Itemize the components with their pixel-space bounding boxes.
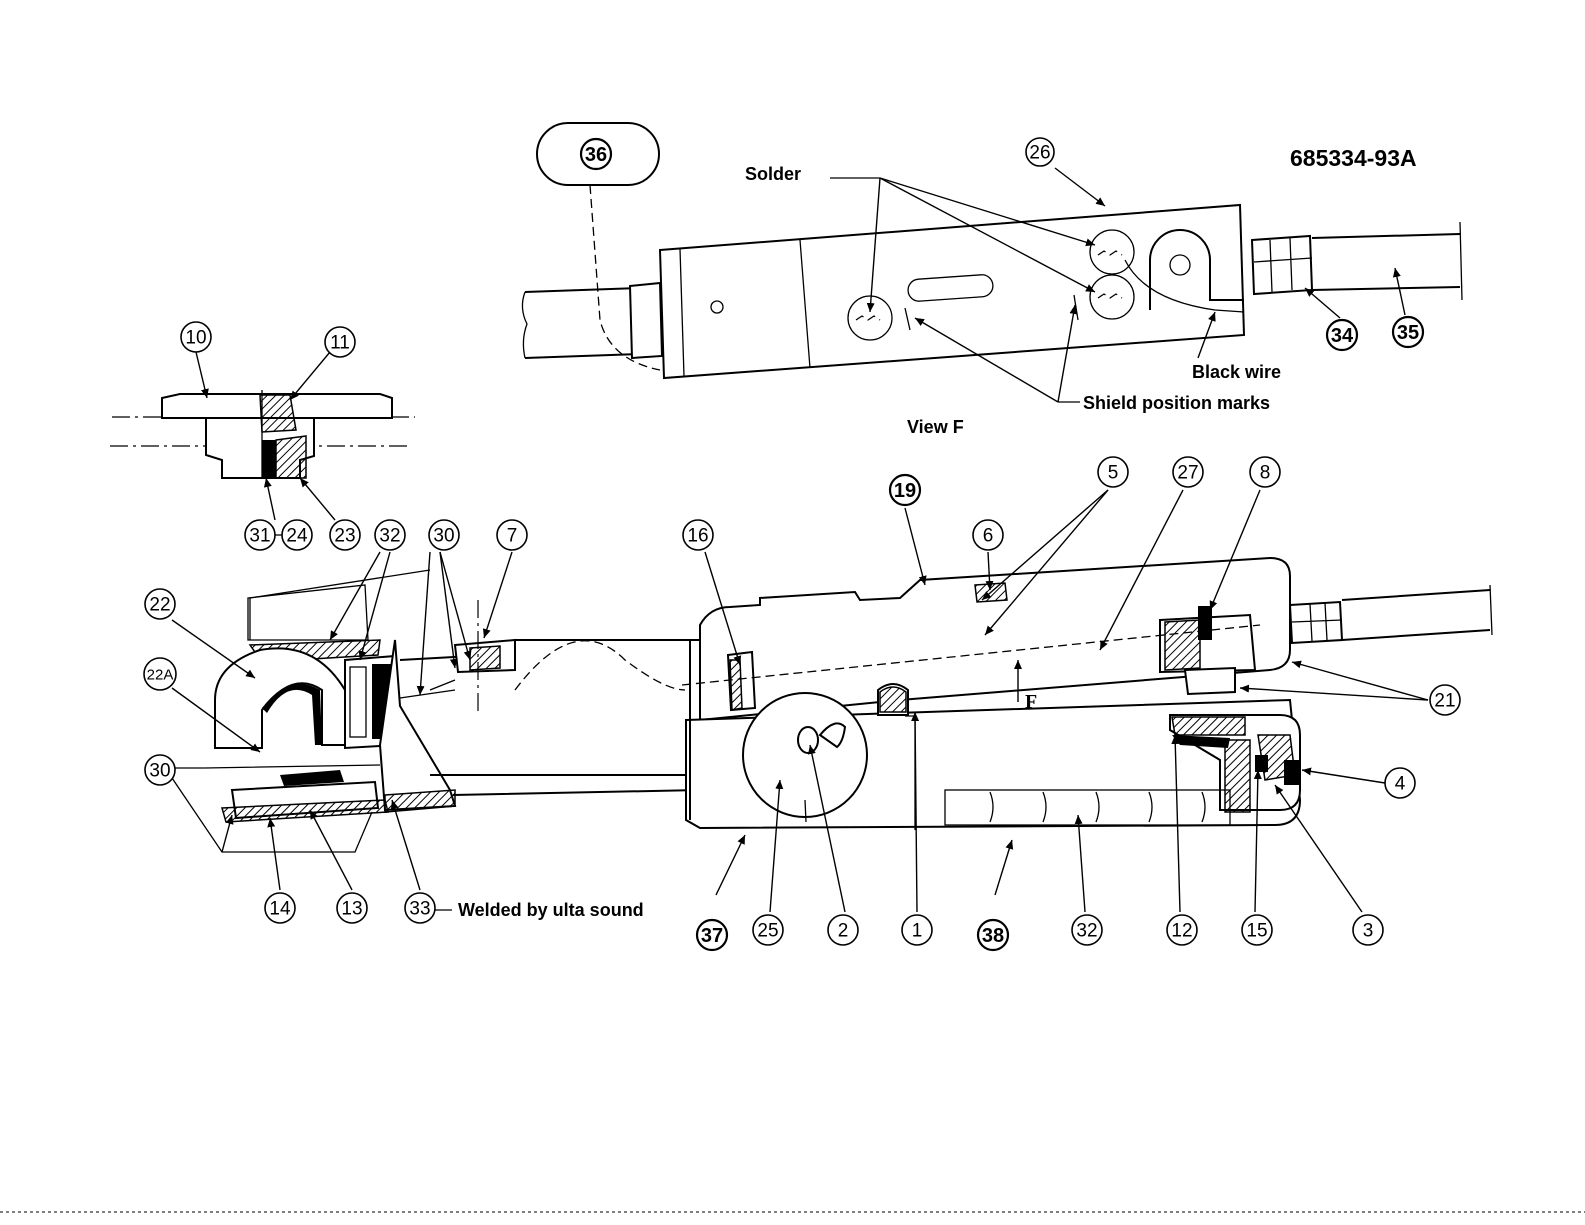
- shield-marks-label: Shield position marks: [1083, 393, 1270, 413]
- callout-2: 2: [828, 915, 858, 945]
- svg-text:32: 32: [1076, 921, 1097, 942]
- solder-label: Solder: [745, 164, 801, 184]
- callout-22: 22: [145, 589, 175, 619]
- callout-32-bottom: 32: [1072, 915, 1102, 945]
- svg-text:19: 19: [894, 480, 916, 502]
- callout-35: 35: [1393, 317, 1423, 347]
- section-letter: F: [1025, 691, 1037, 713]
- callout-32-top: 32: [375, 520, 405, 550]
- callout-24: 24: [282, 520, 312, 550]
- svg-text:5: 5: [1108, 463, 1119, 484]
- svg-text:1: 1: [912, 921, 923, 942]
- callout-13: 13: [337, 893, 367, 923]
- svg-text:15: 15: [1246, 921, 1267, 942]
- svg-text:16: 16: [687, 526, 708, 547]
- callout-21: 21: [1430, 685, 1460, 715]
- knob-section-detail: [110, 390, 415, 478]
- callout-7: 7: [497, 520, 527, 550]
- callout-37: 37: [697, 920, 727, 950]
- svg-text:7: 7: [507, 526, 518, 547]
- callout-6: 6: [973, 520, 1003, 550]
- callout-3: 3: [1353, 915, 1383, 945]
- svg-text:24: 24: [286, 526, 308, 547]
- svg-text:13: 13: [341, 899, 362, 920]
- callout-4: 4: [1385, 768, 1415, 798]
- svg-text:25: 25: [757, 921, 778, 942]
- callout-19: 19: [890, 475, 920, 505]
- callout-33: 33: [405, 893, 435, 923]
- svg-text:10: 10: [185, 328, 206, 349]
- callout-5: 5: [1098, 457, 1128, 487]
- callout-25: 25: [753, 915, 783, 945]
- callout-12: 12: [1167, 915, 1197, 945]
- callout-1: 1: [902, 915, 932, 945]
- document-number: 685334-93A: [1290, 145, 1417, 171]
- svg-text:3: 3: [1363, 921, 1374, 942]
- callout-14: 14: [265, 893, 295, 923]
- callout-30-left: 30: [145, 755, 175, 785]
- left-assembly: [215, 585, 700, 822]
- svg-text:31: 31: [249, 526, 270, 547]
- svg-text:4: 4: [1395, 774, 1406, 795]
- callout-11: 11: [325, 327, 355, 357]
- svg-text:30: 30: [433, 526, 454, 547]
- callout-16: 16: [683, 520, 713, 550]
- black-wire-label: Black wire: [1192, 362, 1281, 382]
- svg-text:22: 22: [149, 595, 170, 616]
- svg-text:12: 12: [1171, 921, 1192, 942]
- main-housing: [682, 558, 1492, 830]
- svg-text:36: 36: [585, 144, 607, 166]
- svg-text:21: 21: [1434, 691, 1455, 712]
- svg-text:8: 8: [1260, 463, 1271, 484]
- callout-34: 34: [1327, 320, 1357, 350]
- cable-left: [525, 288, 640, 358]
- svg-text:2: 2: [838, 921, 849, 942]
- callout-31: 31: [245, 520, 275, 550]
- callout-23: 23: [330, 520, 360, 550]
- svg-text:37: 37: [701, 925, 723, 947]
- callout-38: 38: [978, 920, 1008, 950]
- svg-text:27: 27: [1177, 463, 1198, 484]
- svg-text:14: 14: [269, 899, 291, 920]
- svg-text:26: 26: [1029, 143, 1050, 164]
- callout-30-top: 30: [429, 520, 459, 550]
- svg-text:6: 6: [983, 526, 994, 547]
- dial-wheel: [743, 693, 867, 817]
- svg-text:35: 35: [1397, 322, 1419, 344]
- callout-10: 10: [181, 322, 211, 352]
- callout-36: 36: [581, 139, 611, 169]
- svg-text:33: 33: [409, 899, 430, 920]
- svg-text:30: 30: [149, 761, 170, 782]
- svg-text:22A: 22A: [147, 667, 174, 684]
- svg-text:38: 38: [982, 925, 1004, 947]
- svg-text:32: 32: [379, 526, 400, 547]
- callout-27: 27: [1173, 457, 1203, 487]
- view-f-label: View F: [907, 417, 964, 437]
- callout-26: 26: [1026, 138, 1054, 166]
- svg-text:23: 23: [334, 526, 355, 547]
- callout-15: 15: [1242, 915, 1272, 945]
- svg-text:11: 11: [330, 333, 350, 354]
- callout-8: 8: [1250, 457, 1280, 487]
- svg-text:34: 34: [1331, 325, 1354, 347]
- callout-22a: 22A: [144, 658, 176, 690]
- welded-label: Welded by ulta sound: [458, 900, 644, 920]
